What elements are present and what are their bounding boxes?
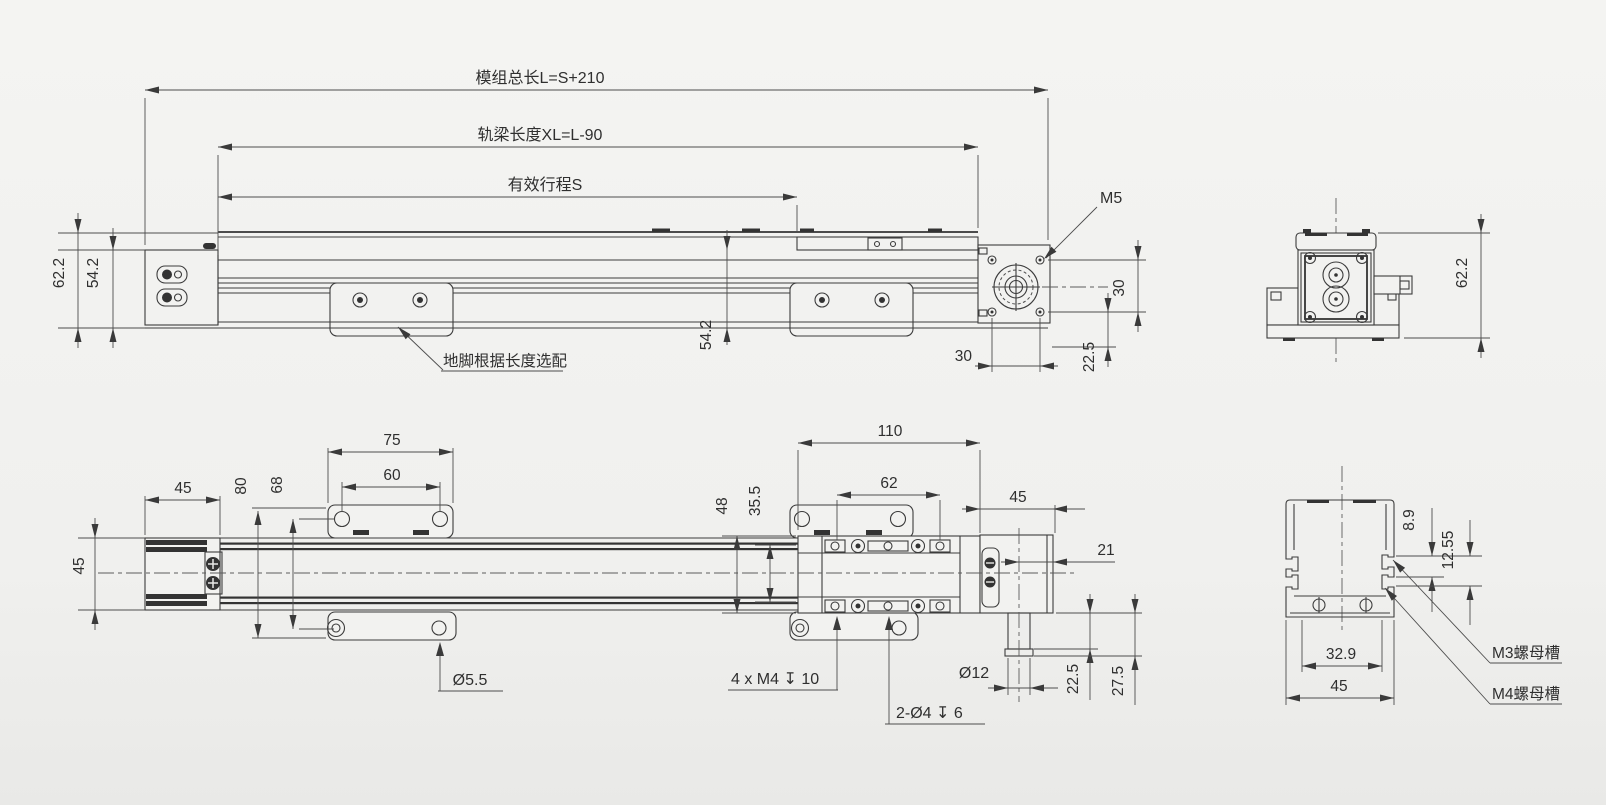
dim-shaft-offset-label: 21: [1097, 542, 1114, 559]
dim-hole-spacing-vertical-label: 30: [1111, 279, 1128, 297]
m4-slot-label: M4螺母槽: [1492, 685, 1560, 703]
dim-foot-hole-spacing: 60: [341, 467, 441, 512]
dim-end-block-length: 45: [144, 480, 221, 535]
bottom-foot-bracket-low-2: [789, 611, 919, 641]
belt-clamp-tabs: [652, 228, 942, 233]
dim-shaft-offset: 21: [1001, 542, 1115, 566]
bearing: [992, 263, 1040, 311]
dim-shaft-length-label: 27.5: [1110, 666, 1127, 696]
foot-hole-leader: Ø5.5: [436, 642, 503, 692]
dim-height-body-label: 54.2: [85, 258, 102, 288]
dim-shaft-dia-label: Ø12: [959, 665, 989, 682]
dim-slot-depth-label: 12.55: [1440, 531, 1457, 570]
bottom-foot-bracket-low-1: [326, 611, 457, 641]
foot-hole-label: Ø5.5: [453, 672, 488, 689]
dim-rail-width: 45: [71, 518, 145, 630]
end-view-connector: [1373, 275, 1413, 295]
dim-rail-length-label: 轨梁长度XL=L-90: [478, 126, 603, 144]
carriage-thread-label: 4 x M4 ↧ 10: [731, 671, 819, 688]
m3-slot-label: M3螺母槽: [1492, 644, 1560, 662]
dim-motor-block-length: 45: [962, 489, 1085, 533]
dim-foot-hole-spacing-label: 60: [383, 467, 401, 484]
dim-carriage-length-label: 110: [878, 423, 903, 440]
dim-end-height: 62.2: [1378, 214, 1490, 358]
dim-foot-length: 75: [327, 432, 454, 503]
dim-foot-length-label: 75: [383, 432, 400, 449]
dim-slot-spacing-label: 32.9: [1326, 646, 1356, 663]
dim-flange-outer-label: 80: [233, 477, 250, 495]
foot-bracket-side-2: [789, 282, 914, 337]
dim-shaft-length: 27.5: [1034, 594, 1142, 705]
bottom-end-block: [144, 537, 223, 611]
left-end-block: [144, 243, 219, 326]
dim-total-length-label: 模组总长L=S+210: [476, 69, 605, 87]
bottom-foot-bracket-top-1: [327, 504, 454, 539]
dim-stroke: 有效行程S: [218, 176, 798, 232]
dim-profile-width-label: 45: [1330, 678, 1347, 695]
dim-motor-block-length-label: 45: [1009, 489, 1026, 506]
dim-slot-spacing: 32.9: [1301, 620, 1383, 672]
dim-carriage-length: 110: [797, 423, 981, 533]
m5-leader: M5: [1044, 190, 1122, 259]
carriage-top-plate: [796, 236, 979, 251]
dim-slot-top-offset-label: 8.9: [1401, 509, 1418, 531]
dim-flange-outer: 80: [233, 477, 326, 639]
pin-holes-leader: 2-Ø4 ↧ 6: [885, 616, 985, 725]
dim-height-overall: 62.2: [51, 213, 218, 348]
m5-label: M5: [1100, 190, 1122, 207]
dim-height-body-mid-label: 54.2: [698, 320, 715, 350]
dim-shaft-dia: Ø12: [959, 658, 1058, 695]
dim-rail-width-label: 45: [71, 557, 88, 574]
dim-carriage-width-label: 48: [714, 497, 731, 514]
end-view-body: [1297, 249, 1375, 326]
dim-rail-length: 轨梁长度XL=L-90: [217, 126, 979, 255]
dim-height-overall-label: 62.2: [51, 258, 68, 288]
dim-carriage-inner: 35.5: [747, 486, 796, 603]
dim-total-length: 模组总长L=S+210: [144, 69, 1049, 245]
pin-holes-label: 2-Ø4 ↧ 6: [896, 705, 963, 722]
dim-height-body: 54.2: [85, 228, 117, 348]
end-view-base: [1266, 287, 1400, 341]
bottom-motor-block: [979, 528, 1054, 702]
carriage-hole-row-bottom: [824, 598, 951, 614]
mounting-holes: [987, 255, 1045, 317]
dim-hole-spacing-horizontal-label: 30: [955, 348, 973, 365]
end-view: 62.2: [1266, 198, 1490, 366]
dim-hole-spacing-horizontal: 30: [955, 318, 1058, 372]
dim-profile-width: 45: [1285, 620, 1395, 705]
dim-carriage-width: 48: [714, 497, 796, 614]
carriage-thread-leader: 4 x M4 ↧ 10: [728, 616, 841, 691]
rail-profile: [1285, 499, 1395, 618]
dim-carriage-inner-label: 35.5: [747, 486, 764, 516]
dim-carriage-hole-spacing-label: 62: [880, 475, 897, 492]
dim-end-height-label: 62.2: [1454, 258, 1471, 288]
m4-slot-leader: M4螺母槽: [1384, 587, 1562, 705]
dim-flange-hole-spacing-label: 68: [269, 476, 286, 493]
dim-carriage-hole-spacing: 62: [836, 475, 941, 540]
dim-hole-offset: 22.5: [1052, 293, 1116, 372]
m3-slot-leader: M3螺母槽: [1392, 559, 1562, 664]
dim-height-body-mid: 54.2: [698, 230, 731, 350]
dim-flange-hole-spacing: 68: [269, 476, 334, 630]
foot-note-label: 地脚根据长度选配: [443, 352, 567, 370]
dim-slot-depth: 12.55: [1396, 520, 1482, 625]
foot-bracket-side-1: [329, 282, 454, 337]
dim-end-block-length-label: 45: [174, 480, 191, 497]
bottom-carriage: [797, 535, 981, 614]
dim-shaft-step: 22.5: [1034, 594, 1142, 700]
side-view: 模组总长L=S+210 轨梁长度XL=L-90 有效行程S 62.2: [51, 69, 1146, 372]
dim-shaft-step-label: 22.5: [1065, 664, 1082, 694]
bottom-foot-bracket-top-2: [789, 504, 914, 539]
section-view: 8.9 12.55 32.9 45: [1285, 466, 1562, 705]
dim-hole-spacing-vertical: 30: [1048, 240, 1146, 332]
foot-note-leader: 地脚根据长度选配: [397, 326, 567, 372]
end-view-corner-screws: [1303, 251, 1369, 324]
dim-slot-top-offset: 8.9: [1396, 508, 1482, 612]
dim-stroke-label: 有效行程S: [508, 176, 583, 194]
bottom-view: 45 45 75 60 80: [71, 423, 1142, 725]
motor-end-block: [977, 244, 1108, 324]
dim-hole-offset-label: 22.5: [1081, 342, 1098, 372]
bottom-rail: [220, 537, 798, 611]
